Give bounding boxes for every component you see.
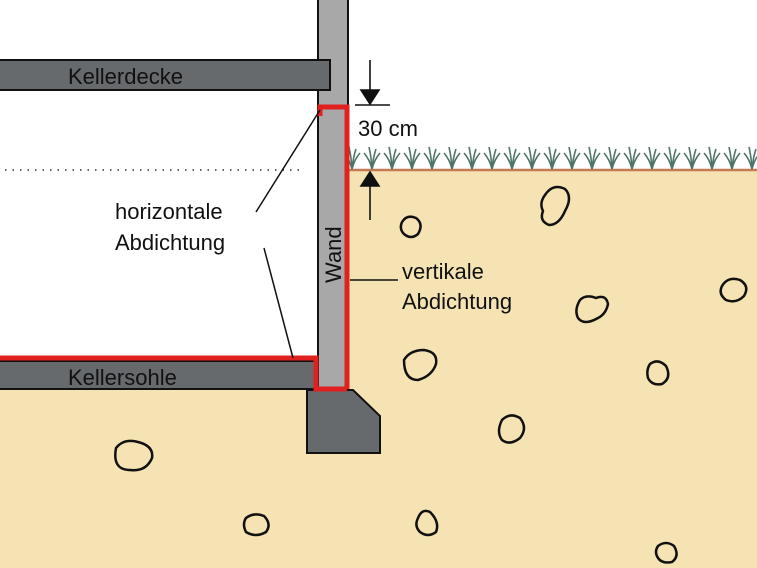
grass-blade <box>371 148 377 170</box>
vertical-sealing-label-1: vertikale <box>402 259 484 284</box>
horizontal-sealing-label-2: Abdichtung <box>115 230 225 255</box>
horizontal-sealing-label-1: horizontale <box>115 199 223 224</box>
grass-blade <box>451 148 457 170</box>
grass-blade <box>631 148 637 170</box>
grass-blade <box>591 148 597 170</box>
grass-blade <box>731 148 737 170</box>
grass-blade <box>411 148 417 170</box>
stones <box>114 185 748 564</box>
grass-blade <box>651 148 657 170</box>
ceiling-slab <box>0 59 331 91</box>
floor-slab <box>0 360 317 390</box>
kellerdecke-label: Kellerdecke <box>68 64 183 89</box>
grass-blade <box>471 148 477 170</box>
grass-blade <box>751 148 757 170</box>
grass-blade <box>531 148 537 170</box>
grass <box>343 146 757 170</box>
wand-label: Wand <box>321 226 346 283</box>
vertical-sealing-label-2: Abdichtung <box>402 289 512 314</box>
grass-blade <box>671 148 677 170</box>
dimension-marker <box>355 60 390 220</box>
leader-lines <box>255 109 398 359</box>
grass-blade <box>351 148 357 170</box>
vertical-sealing <box>317 104 350 389</box>
horizontal-sealing <box>0 355 347 392</box>
grass-blade <box>511 148 517 170</box>
kellersohle-label: Kellersohle <box>68 365 177 390</box>
grass-blade <box>691 148 697 170</box>
grass-blade <box>711 148 717 170</box>
grass-blade <box>431 148 437 170</box>
grass-blade <box>491 148 497 170</box>
grass-blade <box>551 148 557 170</box>
grass-blade <box>611 148 617 170</box>
grass-blade <box>571 148 577 170</box>
wall <box>317 0 349 391</box>
dimension-label: 30 cm <box>358 116 418 141</box>
grass-blade <box>391 148 397 170</box>
